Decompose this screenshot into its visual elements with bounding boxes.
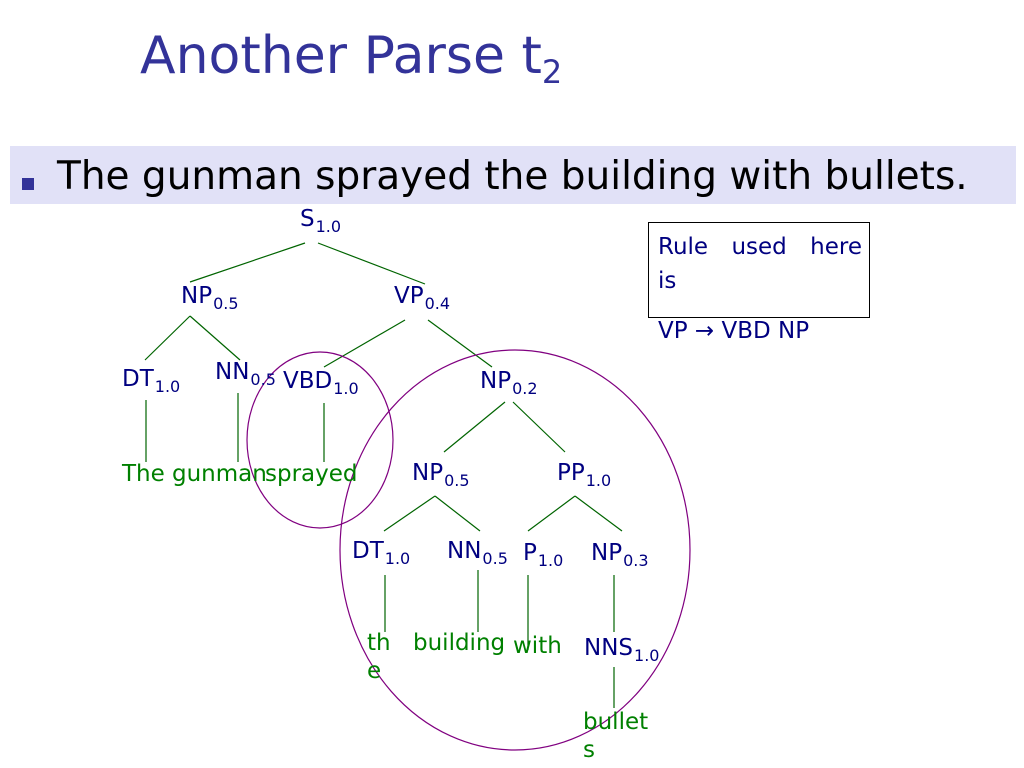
node-np-object: NP0.2	[480, 368, 538, 398]
edge-s-np	[189, 242, 306, 283]
edge-pp-p	[527, 495, 576, 532]
rule-note-text: Rule used here is	[658, 234, 862, 294]
leaf-building: building	[413, 630, 506, 656]
bullet-highlight	[10, 146, 1016, 204]
leaf-sprayed: sprayed	[265, 461, 358, 487]
leaf-the-object: the	[367, 630, 391, 684]
node-dt-subject: DT1.0	[122, 366, 181, 396]
example-sentence: The gunman sprayed the building with bul…	[57, 154, 968, 199]
node-vbd: VBD1.0	[283, 368, 359, 398]
rule-formula: VP → VBD NP	[658, 318, 810, 344]
vbd-subtree-circle	[246, 351, 394, 529]
bullet-square-icon	[22, 178, 34, 190]
node-dt-object: DT1.0	[352, 538, 411, 568]
slide-title: Another Parse t2	[140, 26, 563, 91]
edge-np-nn2	[434, 495, 481, 532]
edge-pp-np	[574, 495, 623, 532]
leaf-the: The	[122, 461, 165, 487]
edge-np-pp	[512, 401, 566, 453]
edge-np-np	[443, 401, 506, 453]
node-np-inner: NP0.5	[412, 460, 470, 490]
np-subtree-circle	[339, 349, 691, 751]
leaf-with: with	[513, 633, 562, 659]
title-subscript: 2	[541, 53, 563, 91]
leaf-gunman: gunman	[172, 461, 267, 487]
edge-vp-np	[427, 319, 493, 368]
node-s: S1.0	[300, 206, 342, 236]
node-np-pp-object: NP0.3	[591, 540, 649, 570]
edge-np-dt2	[383, 495, 436, 532]
edge-np-nn	[189, 315, 241, 361]
rule-note-box	[648, 222, 870, 318]
node-np-subject: NP0.5	[181, 283, 239, 313]
leaf-bullets: bullets	[583, 709, 649, 763]
node-nn-object: NN0.5	[447, 538, 508, 568]
node-pp: PP1.0	[557, 460, 612, 490]
node-nns: NNS1.0	[584, 635, 660, 665]
node-nn-subject: NN0.5	[215, 359, 276, 389]
edge-vp-vbd	[323, 319, 406, 368]
node-vp: VP0.4	[394, 283, 451, 313]
node-p: P1.0	[523, 540, 564, 570]
edge-np-dt	[144, 315, 191, 361]
edge-s-vp	[317, 242, 426, 285]
